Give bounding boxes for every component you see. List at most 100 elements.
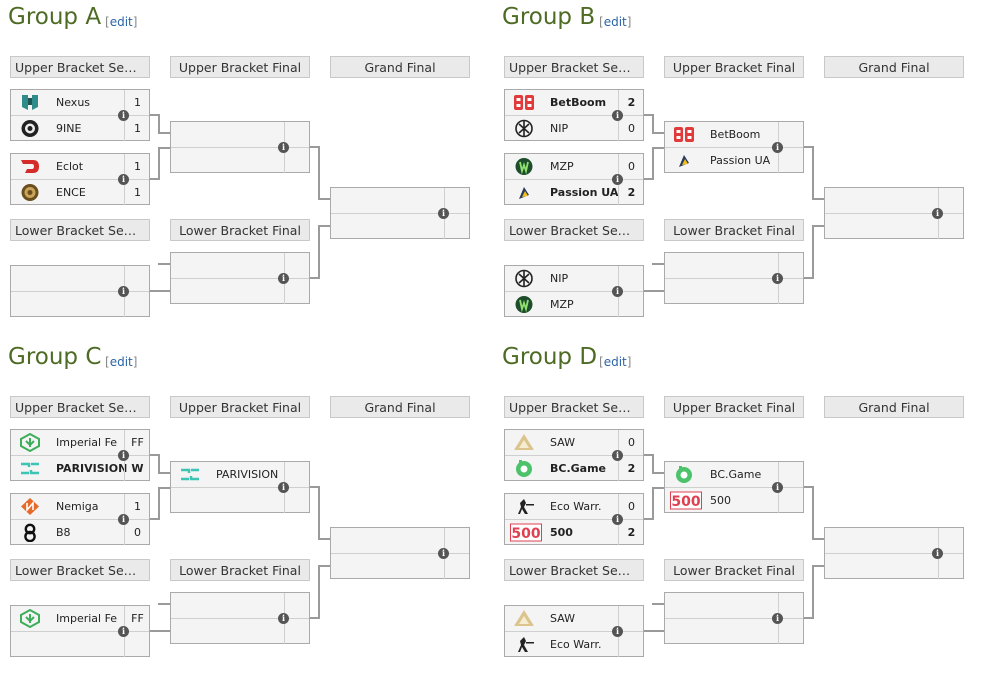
team-slot[interactable] xyxy=(171,487,309,513)
bracket-connector xyxy=(644,290,664,292)
nip-logo-icon xyxy=(513,269,535,288)
edit-link[interactable]: edit xyxy=(109,355,133,369)
team-slot[interactable] xyxy=(11,631,149,657)
edit-link[interactable]: edit xyxy=(603,355,627,369)
mzp-logo-icon xyxy=(513,295,535,314)
bracket-connector xyxy=(804,617,814,619)
team-name: Imperial Fe xyxy=(56,612,118,625)
match-info-icon[interactable]: i xyxy=(278,482,289,493)
team-slot[interactable]: PARIVISION xyxy=(171,462,309,487)
match-info-icon[interactable]: i xyxy=(612,626,623,637)
match-info-icon[interactable]: i xyxy=(118,174,129,185)
team-slot[interactable] xyxy=(665,278,803,304)
team-slot[interactable]: Passion UA xyxy=(665,147,803,173)
team-score: 1 xyxy=(124,154,150,179)
team-slot[interactable] xyxy=(665,618,803,644)
team-score: 1 xyxy=(124,494,150,519)
match-info-icon[interactable]: i xyxy=(932,208,943,219)
team-slot[interactable]: BC.Game xyxy=(665,462,803,487)
match-info-icon[interactable]: i xyxy=(612,110,623,121)
match-info-icon[interactable]: i xyxy=(118,110,129,121)
team-slot[interactable] xyxy=(331,553,469,579)
round-header-ubs: Upper Bracket Semifinals xyxy=(10,56,150,78)
team-score: 0 xyxy=(618,494,644,519)
bracket-connector xyxy=(812,486,814,539)
match-info-icon[interactable]: i xyxy=(278,613,289,624)
team-slot[interactable]: BetBoom xyxy=(665,122,803,147)
bracket-connector xyxy=(158,147,160,180)
match-info-icon[interactable]: i xyxy=(772,613,783,624)
match-info-icon[interactable]: i xyxy=(438,548,449,559)
team-slot[interactable] xyxy=(331,528,469,553)
match-info-icon[interactable]: i xyxy=(772,482,783,493)
team-slot[interactable] xyxy=(331,213,469,239)
team-slot[interactable] xyxy=(171,278,309,304)
team-slot[interactable] xyxy=(331,188,469,213)
match-info-icon[interactable]: i xyxy=(772,273,783,284)
match-info-icon[interactable]: i xyxy=(612,514,623,525)
match-info-icon[interactable]: i xyxy=(612,286,623,297)
match-info-icon[interactable]: i xyxy=(612,450,623,461)
team-slot[interactable] xyxy=(171,253,309,278)
team-slot[interactable] xyxy=(825,553,963,579)
team-slot[interactable] xyxy=(171,147,309,173)
ence-logo-icon xyxy=(19,183,41,202)
match-info-icon[interactable]: i xyxy=(612,174,623,185)
bracket-connector xyxy=(150,290,170,292)
bracket-connector xyxy=(804,146,814,148)
match-info-icon[interactable]: i xyxy=(118,286,129,297)
team-slot[interactable] xyxy=(825,213,963,239)
500-logo-icon: 500 xyxy=(670,491,702,510)
round-header-lbf: Lower Bracket Final xyxy=(170,559,310,581)
match-info-icon[interactable]: i xyxy=(278,142,289,153)
match-info-icon[interactable]: i xyxy=(118,450,129,461)
match-info-icon[interactable]: i xyxy=(118,514,129,525)
team-slot[interactable]: SAW xyxy=(505,606,643,631)
team-slot[interactable] xyxy=(171,618,309,644)
match-info-icon[interactable]: i xyxy=(772,142,783,153)
team-score: 1 xyxy=(124,116,150,141)
group-title: Group C xyxy=(8,344,102,370)
team-slot[interactable] xyxy=(665,593,803,618)
edit-link[interactable]: edit xyxy=(109,15,133,29)
team-slot[interactable]: Eco Warr. xyxy=(505,631,643,657)
bracket-connector xyxy=(150,178,160,180)
match-info-icon[interactable]: i xyxy=(438,208,449,219)
team-name xyxy=(376,554,449,579)
team-slot[interactable] xyxy=(11,266,149,291)
match-info-icon[interactable]: i xyxy=(278,273,289,284)
round-header-gf: Grand Final xyxy=(824,56,964,78)
match-info-icon[interactable]: i xyxy=(932,548,943,559)
team-slot[interactable] xyxy=(825,528,963,553)
edit-link[interactable]: edit xyxy=(603,15,627,29)
team-slot[interactable]: Eco Warr.0 xyxy=(505,494,643,519)
bracket-connector xyxy=(812,146,814,199)
team-slot[interactable] xyxy=(825,188,963,213)
team-slot[interactable] xyxy=(171,593,309,618)
team-slot[interactable] xyxy=(665,253,803,278)
team-slot[interactable]: NIP xyxy=(505,266,643,291)
team-score xyxy=(778,619,804,644)
team-slot[interactable] xyxy=(171,122,309,147)
match-info-icon[interactable]: i xyxy=(118,626,129,637)
team-slot[interactable] xyxy=(11,291,149,317)
team-slot[interactable]: MZP xyxy=(505,291,643,317)
